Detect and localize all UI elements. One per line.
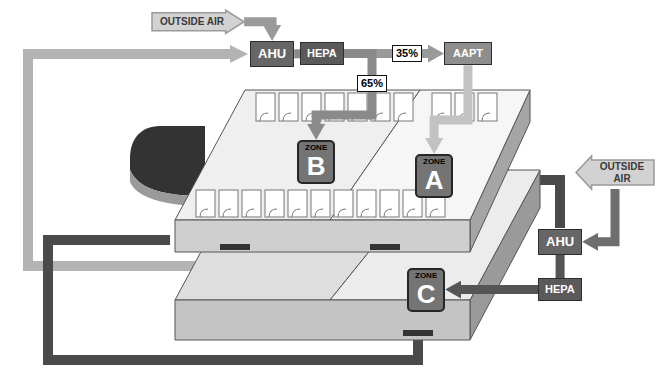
cubicle xyxy=(265,190,284,217)
door-swing xyxy=(200,209,208,217)
door-swing xyxy=(430,209,438,217)
door-swing xyxy=(315,209,323,217)
cubicle xyxy=(256,93,275,121)
air-duct xyxy=(244,22,272,27)
percent-label: 65% xyxy=(357,75,387,92)
air-handling-unit: AHU xyxy=(538,229,582,255)
box-label: HEPA xyxy=(545,283,575,296)
door-swing xyxy=(223,209,231,217)
zone-label: ZONEB xyxy=(297,140,335,184)
door-swing xyxy=(246,209,254,217)
cubicle xyxy=(311,190,330,217)
door-swing xyxy=(292,209,300,217)
cubicle xyxy=(279,93,298,121)
door-swing xyxy=(482,113,490,121)
box-label: AHU xyxy=(546,234,574,250)
zone-label: ZONEC xyxy=(407,268,445,312)
cubicle xyxy=(242,190,261,217)
door-swing xyxy=(269,209,277,217)
cubicle xyxy=(478,93,497,121)
box-label: HEPA xyxy=(307,47,337,60)
zone-letter: B xyxy=(305,153,327,179)
door-swing xyxy=(384,209,392,217)
cubicle xyxy=(394,93,413,121)
outside-air-arrow: OUTSIDE AIR xyxy=(152,10,244,34)
cubicle xyxy=(219,190,238,217)
cubicle xyxy=(380,190,399,217)
box-label: OUTSIDE AIR xyxy=(596,161,648,184)
door-swing xyxy=(338,209,346,217)
door-swing xyxy=(283,113,291,121)
box-label: OUTSIDE AIR xyxy=(160,16,224,28)
hepa-filter: HEPA xyxy=(300,42,344,65)
cubicle xyxy=(334,190,353,217)
door-swing xyxy=(361,209,369,217)
air-duct xyxy=(434,65,468,140)
air-duct xyxy=(556,255,565,278)
zone-letter: C xyxy=(415,281,437,307)
percent-label: 35% xyxy=(392,45,422,62)
air-duct xyxy=(596,189,615,242)
door-swing xyxy=(260,113,268,121)
door-swing xyxy=(407,209,415,217)
hepa-filter: HEPA xyxy=(538,278,582,301)
zone-label: ZONEA xyxy=(415,154,453,198)
cubicle xyxy=(288,190,307,217)
door-swing xyxy=(398,113,406,121)
box-label: AAPT xyxy=(453,47,483,60)
cubicle xyxy=(196,190,215,217)
cubicle xyxy=(357,190,376,217)
zone-caption: ZONE xyxy=(305,144,327,153)
zone-letter: A xyxy=(423,167,445,193)
outside-air-arrow: OUTSIDE AIR xyxy=(576,156,654,189)
aapt-unit: AAPT xyxy=(444,42,492,65)
box-label: AHU xyxy=(258,46,286,62)
zone-caption: ZONE xyxy=(423,158,445,167)
zone-caption: ZONE xyxy=(415,272,437,281)
air-duct xyxy=(459,285,538,294)
air-handling-unit: AHU xyxy=(250,41,294,67)
